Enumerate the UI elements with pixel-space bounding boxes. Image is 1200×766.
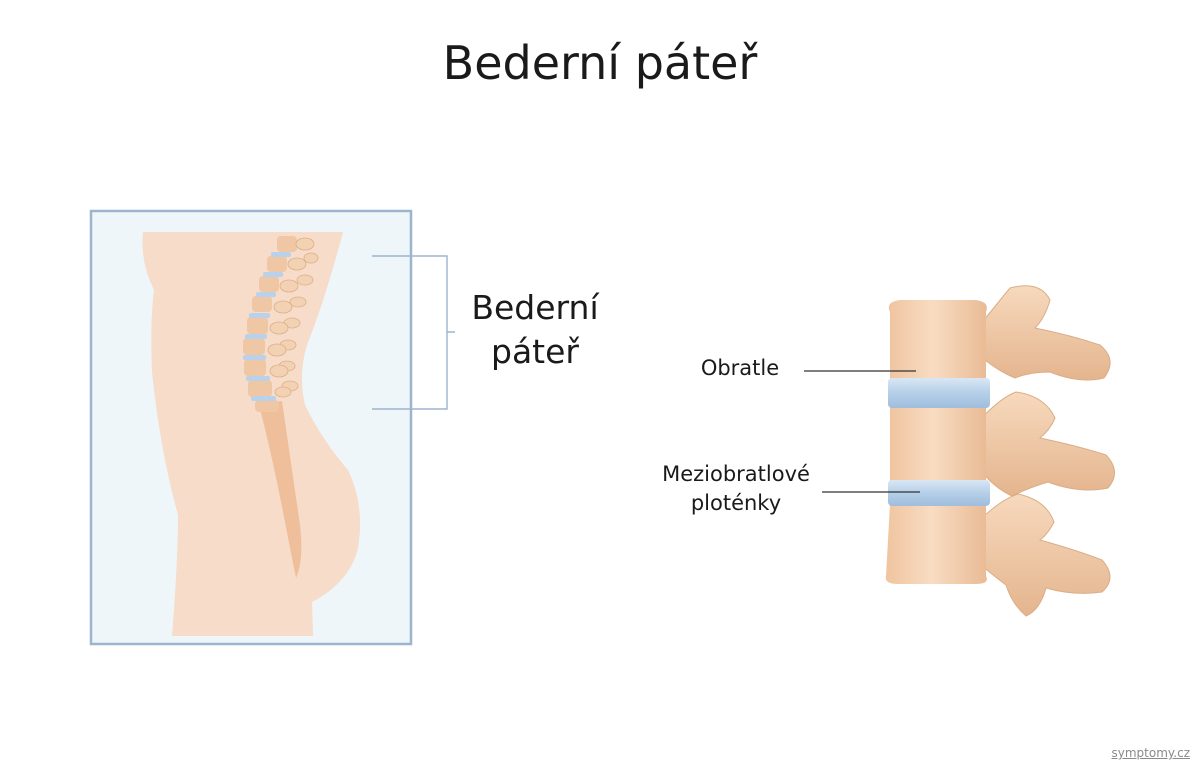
lumbar-spine-label-line2: páteř (491, 332, 579, 371)
torso-silhouette (142, 232, 361, 636)
vertebral-body-3 (885, 504, 987, 584)
intervertebral-disc-1 (888, 378, 990, 408)
lumbar-bracket (372, 255, 455, 410)
vertebrae-label: Obratle (700, 356, 780, 380)
vertebral-body-2 (890, 404, 986, 482)
vertebrae-illustration (885, 285, 1115, 617)
lumbar-spine-label: Bederní páteř (462, 286, 608, 374)
discs-label-line2: ploténky (690, 491, 782, 515)
watermark-link[interactable]: symptomy.cz (1111, 746, 1191, 760)
intervertebral-disc-2 (888, 480, 990, 506)
discs-label-line1: Meziobratlové (662, 462, 810, 486)
sacrum (259, 401, 302, 578)
vertebral-body-1 (888, 300, 987, 384)
page-title: Bederní páteř (442, 36, 758, 90)
body-inset-panel (89, 209, 413, 646)
lumbar-spine-label-line1: Bederní (471, 288, 599, 327)
discs-label: Meziobratlové ploténky (648, 460, 824, 518)
inset-spine (243, 236, 319, 412)
